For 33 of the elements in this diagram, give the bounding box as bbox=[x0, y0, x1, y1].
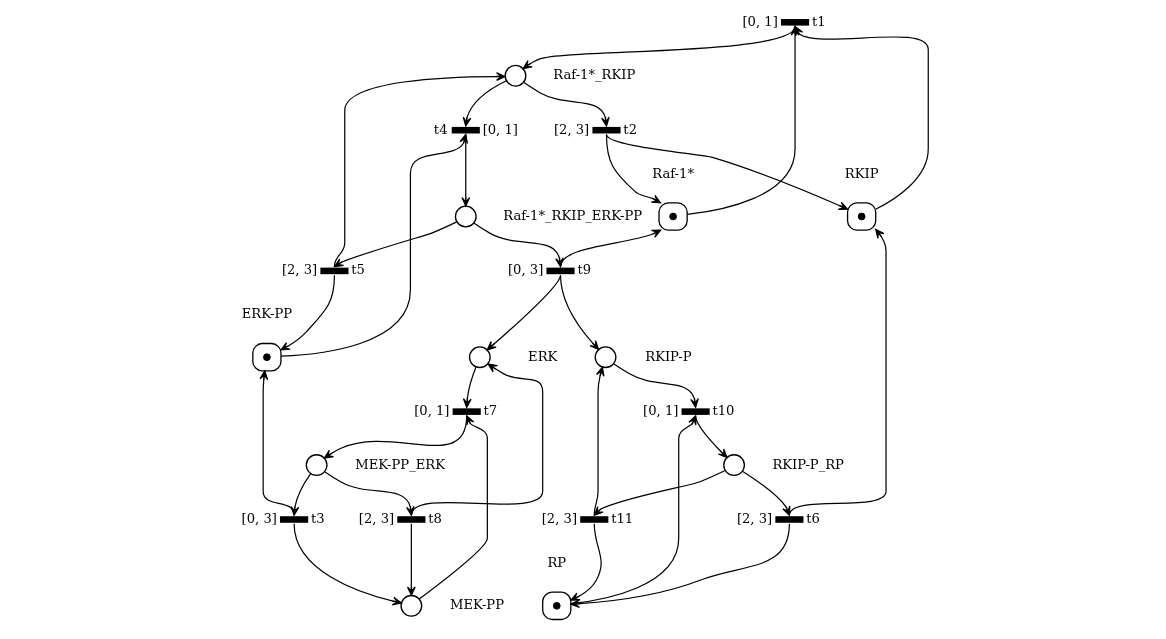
node-label: [2, 3] bbox=[541, 510, 577, 526]
node-label: t9 bbox=[576, 262, 591, 278]
node-label: RKIP bbox=[844, 165, 878, 181]
node-label: [0, 1] bbox=[413, 403, 449, 419]
node-label: t5 bbox=[350, 262, 365, 278]
node-label: [2, 3] bbox=[358, 510, 394, 526]
node-label: [2, 3] bbox=[736, 510, 772, 526]
node-label: t4 bbox=[433, 121, 447, 137]
node-label: Raf-1* bbox=[651, 165, 694, 181]
node-label: t11 bbox=[610, 510, 633, 526]
node-label: t3 bbox=[310, 510, 325, 526]
node-label: RKIP-P_RP bbox=[771, 456, 844, 472]
node-label: ERK-PP bbox=[241, 306, 292, 322]
node-label: ERK bbox=[527, 348, 557, 364]
node-label: t2 bbox=[622, 121, 637, 137]
node-label: RP bbox=[546, 555, 566, 571]
node-label: RKIP-P bbox=[644, 348, 692, 364]
node-label: t10 bbox=[711, 403, 734, 419]
node-label: MEK-PP_ERK bbox=[354, 456, 445, 472]
node-label: Raf-1*_RKIP bbox=[552, 67, 635, 83]
node-label: [2, 3] bbox=[281, 262, 317, 278]
node-label: [0, 1] bbox=[642, 403, 678, 419]
node-label: [0, 3] bbox=[507, 262, 543, 278]
node-label: t7 bbox=[483, 403, 497, 419]
node-label: MEK-PP bbox=[449, 597, 504, 613]
node-label: [0, 1] bbox=[482, 121, 518, 137]
node-label: Raf-1*_RKIP_ERK-PP bbox=[502, 207, 642, 223]
node-label: [0, 1] bbox=[742, 13, 778, 29]
node-label: [2, 3] bbox=[553, 121, 589, 137]
node-label: [0, 3] bbox=[241, 510, 277, 526]
node-label: t8 bbox=[427, 510, 442, 526]
node-label: t6 bbox=[805, 510, 820, 526]
node-label: t1 bbox=[811, 13, 826, 29]
